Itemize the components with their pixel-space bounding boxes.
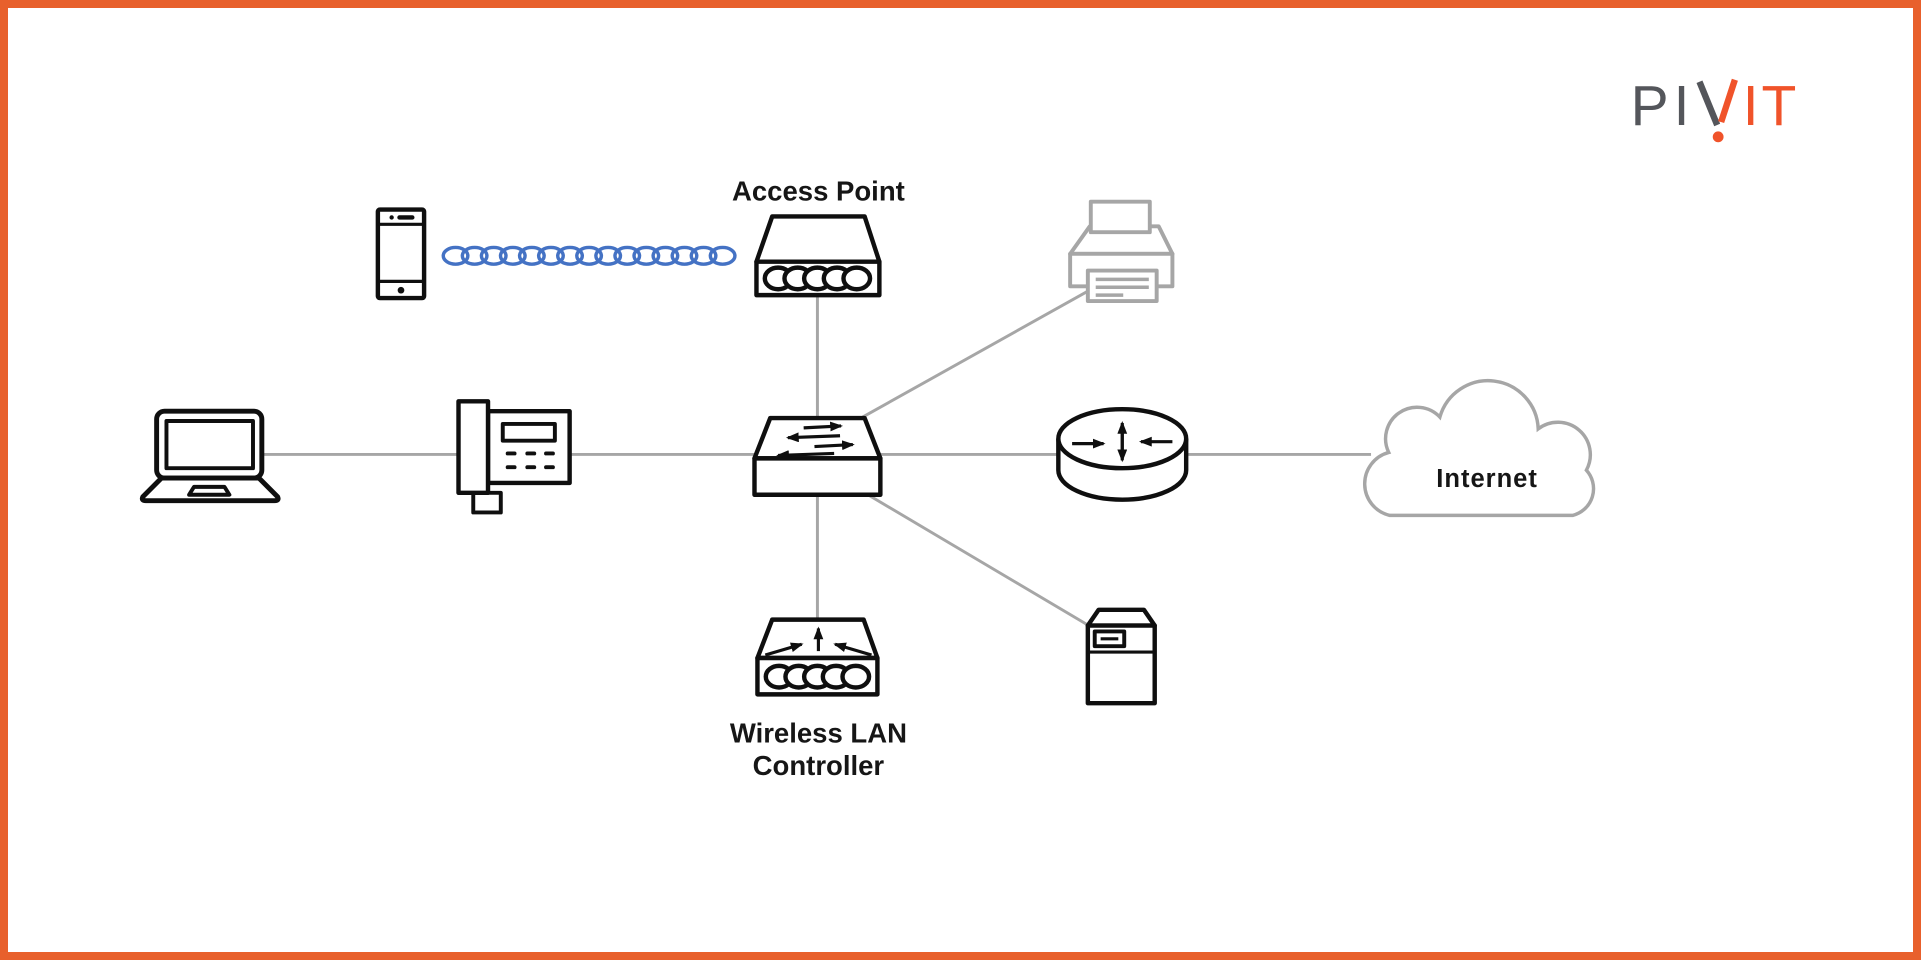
edge-switch-server xyxy=(863,491,1095,630)
phone-camera-dot xyxy=(389,215,394,220)
diagram-svg: Internet Access Point Wireless LAN Contr… xyxy=(139,74,1800,781)
logo-text-gray: PI xyxy=(1631,74,1695,138)
printer-icon xyxy=(1068,199,1175,303)
logo-exclamation-stroke xyxy=(1718,78,1738,124)
wlc-arrows xyxy=(764,626,872,657)
wireless-coil-link xyxy=(441,245,737,266)
router-icon xyxy=(1056,406,1189,502)
internet-cloud-icon: Internet xyxy=(1363,378,1596,518)
router-arrows xyxy=(1072,421,1173,463)
smartphone-icon xyxy=(375,207,427,301)
wireless-lan-controller-icon xyxy=(755,617,880,697)
logo-text-orange: IT xyxy=(1743,74,1800,138)
switch-arrows xyxy=(776,421,855,460)
phone-home-button xyxy=(397,286,405,294)
logo-exclamation-dot xyxy=(1712,131,1724,143)
access-point-icon xyxy=(754,214,882,298)
laptop-touchpad xyxy=(187,484,232,497)
wlc-label-line1: Wireless LAN xyxy=(730,718,907,749)
laptop-icon xyxy=(139,408,281,504)
access-point-label: Access Point xyxy=(732,176,905,207)
logo-v-left-stroke xyxy=(1696,80,1721,127)
edge-switch-printer xyxy=(861,289,1089,419)
printer-paper xyxy=(1088,199,1152,235)
switch-icon xyxy=(752,415,883,497)
ip-phone-display xyxy=(500,421,557,443)
ip-phone-handset xyxy=(456,399,491,495)
server-icon xyxy=(1085,607,1157,706)
connection-lines xyxy=(261,289,1372,630)
brand-logo: PI IT xyxy=(1631,74,1800,143)
internet-label: Internet xyxy=(1436,465,1538,493)
wlc-label-line2: Controller xyxy=(753,750,885,781)
ip-phone-keypad xyxy=(505,451,555,470)
ip-phone-icon xyxy=(456,399,572,515)
